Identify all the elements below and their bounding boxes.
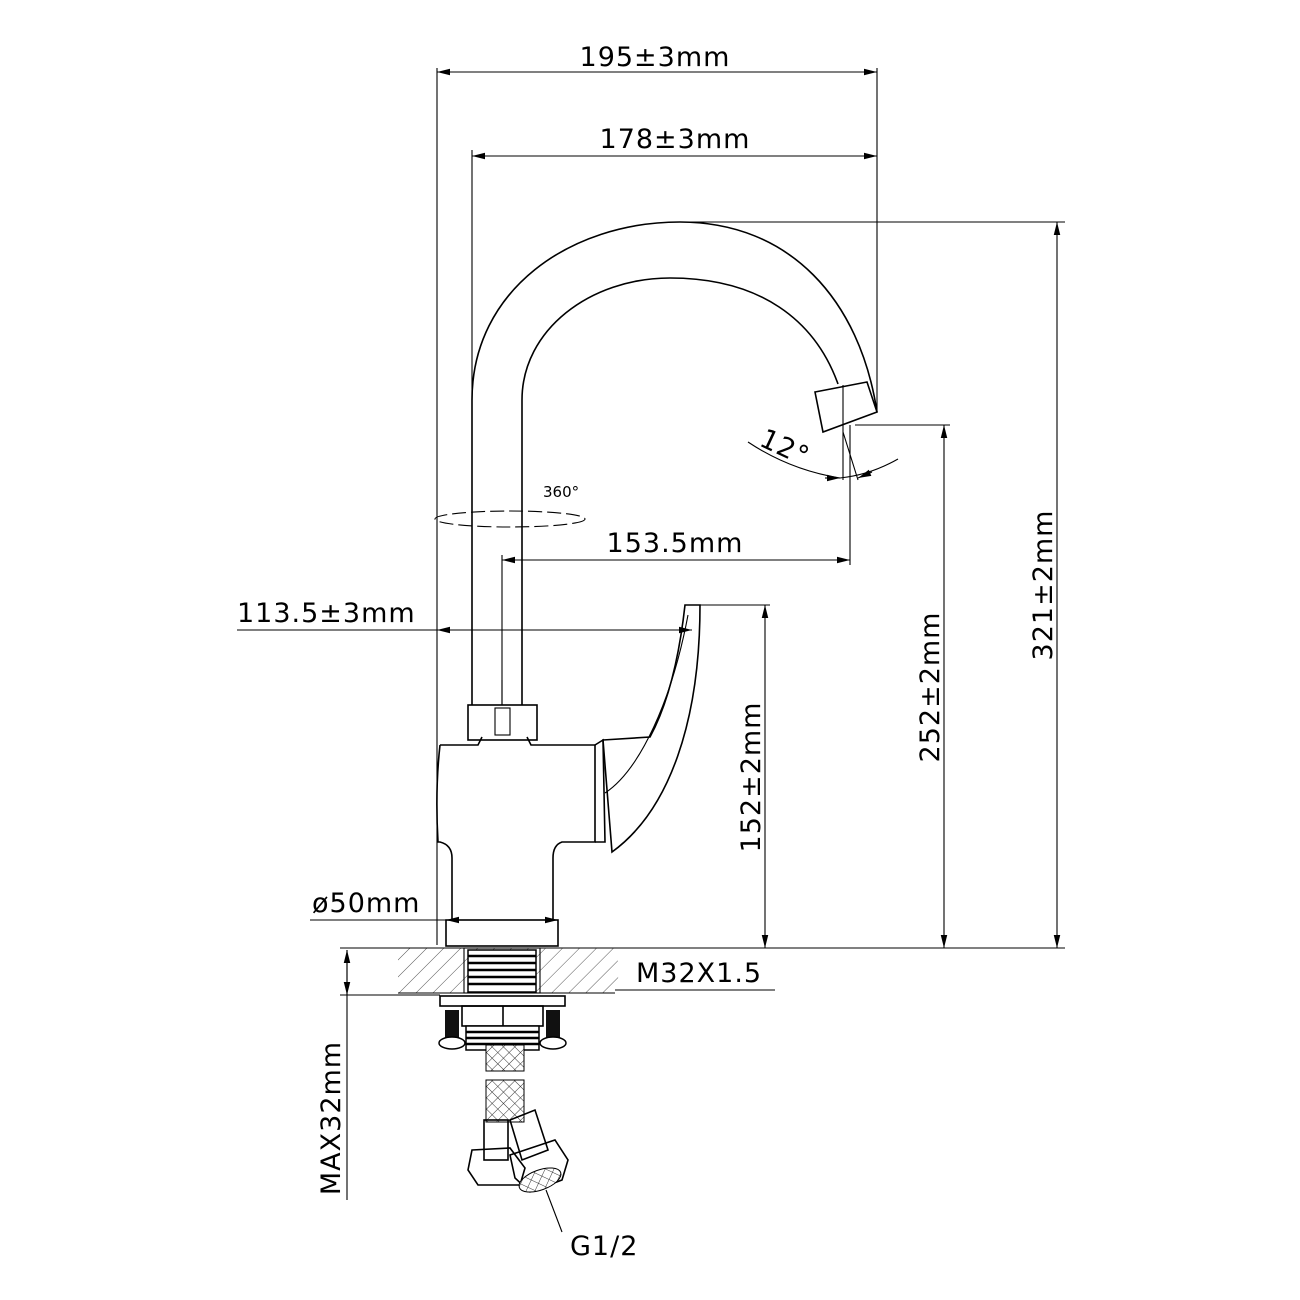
spout-axis-reach-label: 153.5mm <box>607 528 744 559</box>
outlet-angle-label: 12° <box>755 423 814 473</box>
overall-reach-label: 195±3mm <box>580 42 731 73</box>
countertop-section <box>398 947 619 994</box>
max-counter-thickness-label: MAX32mm <box>316 1041 347 1195</box>
total-height-label: 321±2mm <box>1028 510 1059 661</box>
spout-outlet-height-label: 252±2mm <box>915 612 946 763</box>
swivel-indicator <box>434 510 586 528</box>
spout <box>471 221 879 705</box>
thread-label: M32X1.5 <box>636 958 762 989</box>
base-diameter-label: ø50mm <box>312 888 420 919</box>
handle-reach-label: 113.5±3mm <box>237 598 416 629</box>
swivel-angle-label: 360° <box>543 483 579 501</box>
handle-lever <box>594 604 701 854</box>
spout-reach-label: 178±3mm <box>600 124 751 155</box>
mounting-hardware <box>438 995 567 1051</box>
supply-hose <box>467 1044 569 1233</box>
faucet-body <box>436 680 596 947</box>
dimension-lines <box>237 68 1065 1200</box>
handle-height-label: 152±2mm <box>736 702 767 853</box>
hose-connection-label: G1/2 <box>570 1231 638 1262</box>
